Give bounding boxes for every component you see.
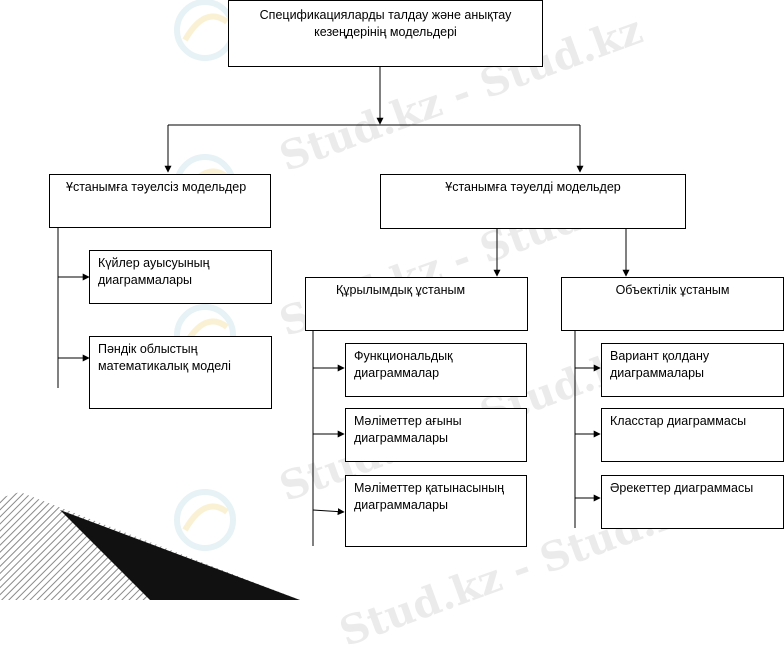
state-transition-box: Күйлер ауысуының диаграммалары bbox=[89, 250, 272, 304]
root-label: Спецификацияларды талдау және анықтау ке… bbox=[259, 8, 512, 39]
class-diagram-label: Класстар диаграммасы bbox=[610, 414, 747, 428]
state-transition-label: Күйлер ауысуының диаграммалары bbox=[98, 256, 210, 287]
activity-diagram-label: Әрекеттер диаграммасы bbox=[610, 481, 754, 495]
use-case-diagrams-label: Вариант қолдану диаграммалары bbox=[610, 349, 710, 380]
data-flow-diagrams-box: Мәліметтер ағыны диаграммалары bbox=[345, 408, 527, 462]
use-case-diagrams-box: Вариант қолдану диаграммалары bbox=[601, 343, 784, 397]
object-approach-label: Объектілік ұстаным bbox=[615, 283, 730, 297]
functional-diagrams-box: Функциональдық диаграммалар bbox=[345, 343, 527, 397]
independent-models-label: Ұстанымға тәуелсіз модельдер bbox=[66, 180, 247, 194]
dependent-models-label: Ұстанымға тәуелді модельдер bbox=[445, 180, 621, 194]
math-model-label: Пәндік облыстың математикалық моделі bbox=[98, 342, 231, 373]
object-approach-box: Объектілік ұстаным bbox=[561, 277, 784, 331]
functional-diagrams-label: Функциональдық диаграммалар bbox=[354, 349, 453, 380]
dependent-models-box: Ұстанымға тәуелді модельдер bbox=[380, 174, 686, 229]
corner-decoration bbox=[0, 492, 300, 600]
class-diagram-box: Класстар диаграммасы bbox=[601, 408, 784, 462]
data-relation-diagrams-box: Мәліметтер қатынасының диаграммалары bbox=[345, 475, 527, 547]
root-box: Спецификацияларды талдау және анықтау ке… bbox=[228, 0, 543, 67]
activity-diagram-box: Әрекеттер диаграммасы bbox=[601, 475, 784, 529]
data-flow-diagrams-label: Мәліметтер ағыны диаграммалары bbox=[354, 414, 462, 445]
data-relation-diagrams-label: Мәліметтер қатынасының диаграммалары bbox=[354, 481, 504, 512]
math-model-box: Пәндік облыстың математикалық моделі bbox=[89, 336, 272, 409]
connector-lines bbox=[57, 67, 630, 546]
independent-models-box: Ұстанымға тәуелсіз модельдер bbox=[49, 174, 271, 228]
structural-approach-box: Құрылымдық ұстаным bbox=[305, 277, 528, 331]
structural-approach-label: Құрылымдық ұстаным bbox=[336, 283, 466, 297]
structural-child-arrow bbox=[312, 508, 345, 516]
watermark-logo-icon bbox=[174, 489, 236, 551]
